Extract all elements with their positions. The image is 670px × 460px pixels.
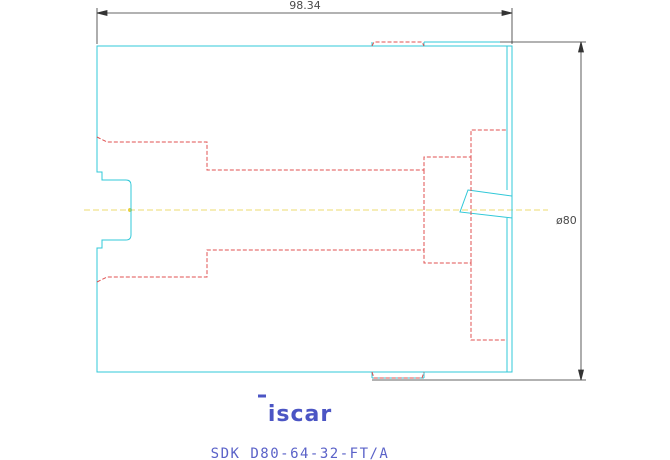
length-dimension (96, 8, 513, 44)
diameter-dimension (372, 41, 586, 381)
part-number-title: SDK D80-64-32-FT/A (211, 446, 390, 460)
body-outline (96, 41, 513, 379)
iscar-logo: iscar (258, 394, 332, 427)
length-dimension-label: 98.34 (289, 0, 321, 12)
diameter-dimension-label: ø80 (556, 214, 577, 227)
iscar-logo-text: iscar (268, 402, 332, 427)
hidden-lines (96, 41, 507, 379)
